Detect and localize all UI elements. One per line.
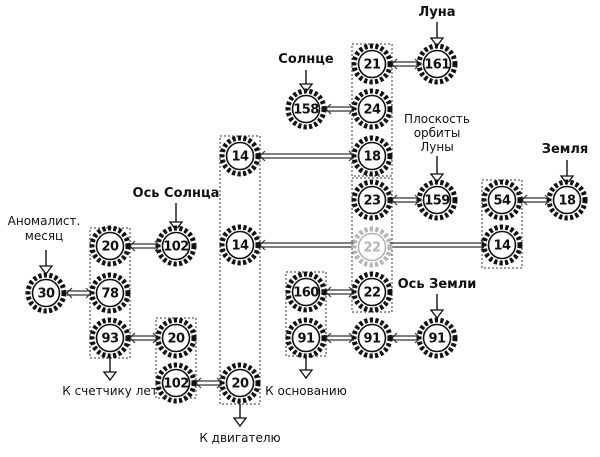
gear-54-label: 54 [493,194,511,209]
arrow-sun [298,70,314,94]
gear-159: 159 [416,179,458,221]
label-moon-orbit-line1: Плоскость [404,112,470,126]
gear-54: 54 [481,179,523,221]
gear-22-ghost: 22 [351,226,393,268]
gear-20-middle-label: 20 [167,332,185,347]
gear-20-middle: 20 [155,317,197,359]
label-moon-orbit-line2: орбиты [414,126,461,140]
label-moon-orbit-line3: Луны [420,140,453,154]
gear-102-lower-label: 102 [163,377,189,392]
arrow-earth-axis [429,294,445,320]
gear-21: 21 [351,43,393,85]
gear-160-label: 160 [293,286,319,301]
label-anomalistic-month-line2: месяц [25,229,63,243]
gear-14-center-label: 14 [231,239,249,254]
label-anomalistic-month-line1: Аномалист. [8,214,81,228]
gear-21-label: 21 [363,58,381,73]
gear-18-right-column-label: 18 [363,150,381,165]
mesh-54-18 [521,194,551,206]
arrow-moon-orbit [429,156,445,184]
gears-layer: 30 20 78 93 102 20 102 14 14 20 158 21 2… [25,43,588,404]
arrow-motor [232,404,248,428]
gear-91-middle-label: 91 [363,332,381,347]
arrow-year-counter [102,358,118,382]
gear-18-earth-label: 18 [558,194,576,209]
mesh-23-159 [391,194,421,206]
mesh-30-78 [66,287,92,299]
gear-78-label: 78 [101,287,119,302]
arrow-anomalistic-month [38,250,54,276]
gear-14-right-label: 14 [493,239,511,254]
gear-22: 22 [351,271,393,313]
gear-93-label: 93 [101,332,119,347]
gear-30: 30 [25,272,67,314]
arrow-base [298,356,314,380]
gear-91-right: 91 [416,317,458,359]
label-to-motor: К двигателю [199,431,280,445]
arrow-moon [429,22,445,48]
gear-20-upper-left-label: 20 [101,240,119,255]
gear-78: 78 [89,272,131,314]
gear-102-upper-label: 102 [163,240,189,255]
label-sun-axis: Ось Солнца [133,186,220,201]
gear-20-bottom-label: 20 [231,377,249,392]
gear-14-center: 14 [219,224,261,266]
label-earth-axis: Ось Земли [398,277,477,292]
gear-24-label: 24 [363,103,381,118]
gear-20-upper-left: 20 [89,225,131,267]
gear-161-label: 161 [424,58,450,73]
mesh-21-161 [391,58,421,70]
gear-91-left: 91 [285,317,327,359]
gear-23-label: 23 [363,194,381,209]
label-sun: Солнце [278,52,334,67]
label-moon: Луна [418,5,455,20]
gear-14-top-label: 14 [231,150,249,165]
gear-22-label: 22 [363,286,380,301]
gear-102-upper: 102 [155,225,197,267]
label-to-base: К основанию [265,384,347,398]
gear-93: 93 [89,317,131,359]
gear-30-label: 30 [37,287,55,302]
gear-20-bottom: 20 [219,362,261,404]
gear-24: 24 [351,88,393,130]
gear-159-label: 159 [424,194,450,209]
io-arrows [38,22,575,428]
gear-160: 160 [285,271,327,313]
gear-22-ghost-label: 22 [363,241,380,256]
mesh-14-18 [259,150,355,162]
mesh-160-22 [325,286,355,298]
gear-102-lower: 102 [155,362,197,404]
label-earth: Земля [542,142,589,157]
gear-18-right-column: 18 [351,135,393,177]
text-labels: Аномалист. месяц Ось Солнца Солнце Луна … [8,5,589,445]
gear-18-earth: 18 [546,179,588,221]
gear-161: 161 [416,43,458,85]
gear-23: 23 [351,179,393,221]
mesh-91-91-right [391,332,421,344]
gear-158-label: 158 [293,103,319,118]
gear-91-middle: 91 [351,317,393,359]
gear-14-right: 14 [481,224,523,266]
label-to-year-counter: К счетчику лет [62,384,158,398]
mesh-102-20 [195,377,223,389]
gear-91-right-label: 91 [428,332,446,347]
mesh-158-24 [325,103,355,115]
gear-158: 158 [285,88,327,130]
gear-14-top: 14 [219,135,261,177]
mesh-91-91 [325,332,355,344]
gear-91-left-label: 91 [297,332,315,347]
mesh-93-20 [129,332,159,344]
